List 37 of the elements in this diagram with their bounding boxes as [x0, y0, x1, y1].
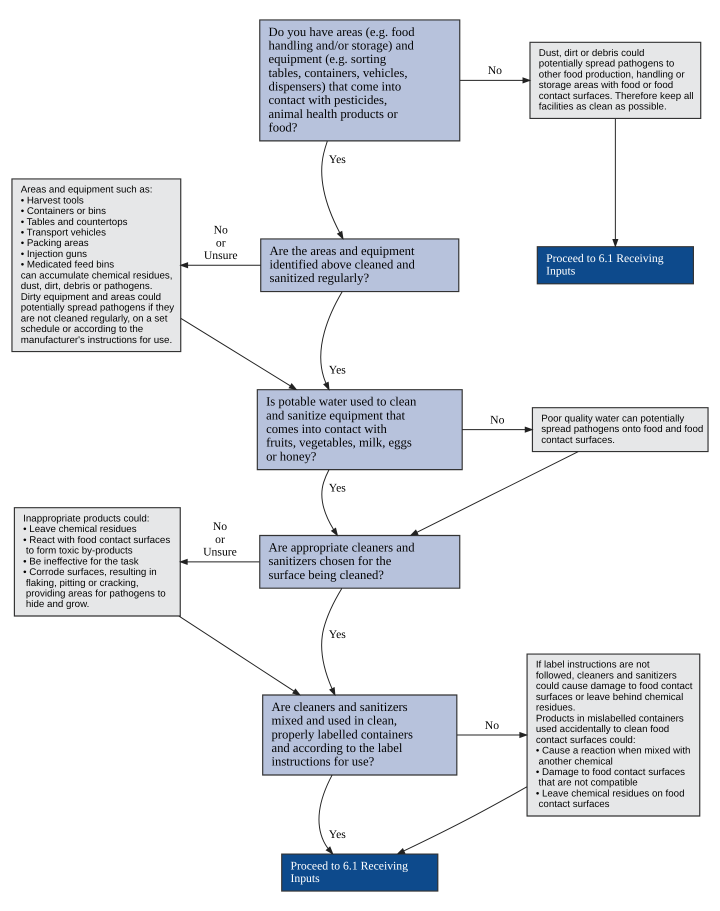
- node-box: Inappropriate products could: • Leave chemical residues • React with food contact surfaces to form toxic by-products • Be ineffective for the task • Corrode surfaces, resulting in flaking, pitting or cracking, providing areas for pathogens to hide and grow.: [14, 507, 181, 617]
- node-box: Poor quality water can potentially spread pathogens onto food and food contact surfaces.: [532, 407, 709, 452]
- node-box: If label instructions are not followed, cleaners and sanitizers could cause damage to food contact surfaces or leave behind chemical residues. Products in mislabelled containers used accidentally to clean food contact surfaces could: • Cause a reaction when mixed with another chemical • Damage to food contact surfaces that are not compatible • Leave chemical residues on food contact surfaces: [526, 653, 700, 817]
- edge-label: Yes: [328, 828, 346, 842]
- arrow: [321, 140, 344, 240]
- arrow: [409, 451, 579, 536]
- arrow: [320, 291, 343, 391]
- arrow: [460, 77, 532, 84]
- node-box: Proceed to 6.1 Receiving Inputs: [536, 246, 694, 284]
- node-box: Are the areas and equipment identified above cleaned and sanitized regularly?: [260, 238, 460, 292]
- node-box: Proceed to 6.1 Receiving Inputs: [281, 853, 438, 892]
- arrow: [179, 262, 262, 268]
- arrow: [178, 558, 260, 565]
- edge-label: No: [488, 64, 502, 78]
- arrow: [318, 774, 334, 855]
- node-box: Areas and equipment such as: • Harvest tools • Containers or bins • Tables and countertops • Transport vehicles • Packing areas • Injection guns • Medicated feed bins can accumulate chemical residues, dust, dirt, debris or pathogens. Dirty equipment and areas could potentially spread pathogens if they are not cleaned regularly, on a set schedule or according to the manufacturer's instructions for use.: [11, 178, 182, 352]
- node-box: Is potable water used to clean and sanitize equipment that comes into contact with fruits, vegetables, milk, eggs or honey?: [256, 389, 463, 470]
- arrow: [462, 426, 534, 433]
- edge-label: Yes: [328, 482, 346, 495]
- node-box: Are cleaners and sanitizers mixed and used in clean, properly labelled containers and according to the label instructions for use?: [262, 694, 458, 776]
- edge-label: Yes: [328, 152, 346, 166]
- edge-label: No: [484, 718, 500, 732]
- node-box: Do you have areas (e.g. food handling and/or storage) and equipment (e.g. sorting tables, containers, vehicles, dispensers) that come into contact with pesticides, animal health products or food?: [259, 19, 460, 142]
- edge-label: No: [490, 413, 504, 426]
- arrow: [178, 616, 302, 696]
- arrow: [180, 318, 298, 390]
- node-box: Are appropriate cleaners and sanitizers chosen for the surface being cleaned?: [259, 534, 460, 589]
- arrow: [612, 118, 618, 248]
- edge-label: No or Unsure: [203, 520, 237, 559]
- arrow: [456, 732, 528, 738]
- edge-label: Yes: [328, 364, 346, 377]
- edge-label: No or Unsure: [204, 224, 238, 262]
- arrow: [321, 588, 342, 696]
- arrow: [321, 469, 338, 537]
- arrow: [396, 786, 528, 855]
- edge-label: Yes: [328, 628, 346, 642]
- node-box: Dust, dirt or debris could potentially spread pathogens to other food production, handling or storage areas with food or food contact surfaces. Therefore keep all facilities as clean as possible.: [529, 42, 702, 120]
